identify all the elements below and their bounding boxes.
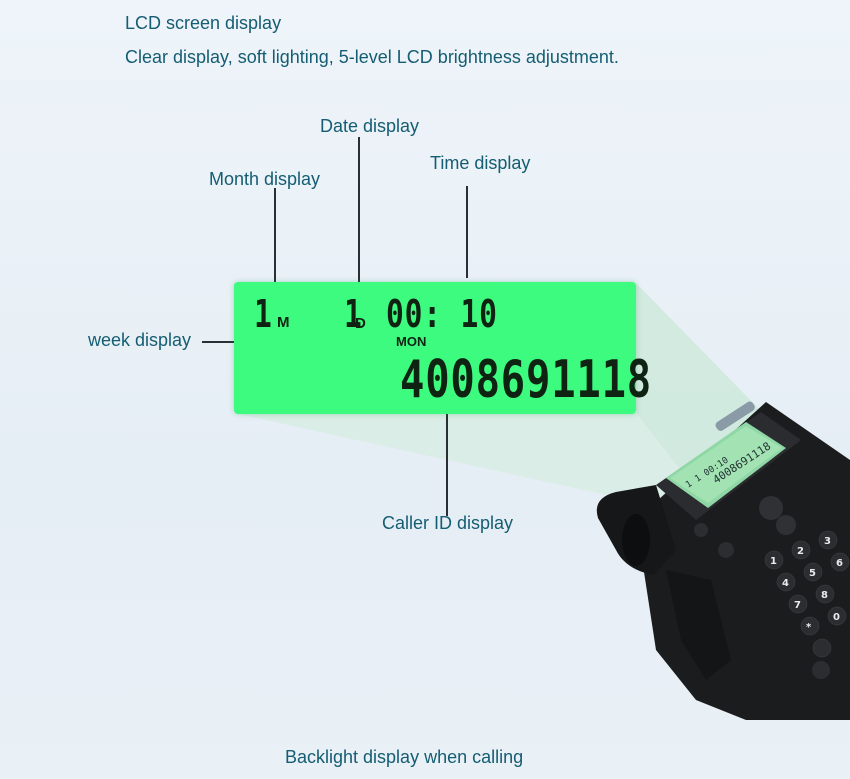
svg-text:*: *	[806, 622, 812, 633]
lcd-time-value: 00: 10	[386, 292, 498, 336]
headset-telephone: 1 1 00:10 4008691118 123 456 78 *0	[596, 401, 850, 720]
header-subtitle: Clear display, soft lighting, 5-level LC…	[125, 47, 619, 67]
svg-text:8: 8	[821, 590, 828, 601]
header-title: LCD screen display	[125, 13, 282, 33]
date-display-label: Date display	[320, 116, 420, 136]
date-callout-line	[358, 137, 360, 292]
caller-id-callout-line	[446, 410, 448, 516]
week-display-label: week display	[88, 330, 192, 350]
month-callout-line	[274, 188, 276, 288]
footer-caption: Backlight display when calling	[285, 747, 524, 767]
lcd-month-value: 1	[254, 292, 273, 336]
svg-text:1: 1	[770, 556, 777, 567]
time-display-label: Time display	[430, 153, 531, 173]
svg-text:0: 0	[833, 612, 840, 623]
svg-text:5: 5	[809, 568, 816, 579]
svg-text:6: 6	[836, 558, 843, 569]
month-display-label: Month display	[209, 169, 321, 189]
lcd-day-value: 1	[344, 292, 363, 336]
svg-text:7: 7	[794, 600, 801, 611]
svg-text:2: 2	[797, 546, 804, 557]
lcd-caller-number: 4008691118	[400, 350, 653, 410]
svg-text:4: 4	[782, 578, 789, 589]
lcd-screen: 1 M 1 D 00: 10 MON 4008691118	[234, 282, 651, 414]
lcd-day-unit: D	[355, 315, 366, 332]
lcd-weekday: MON	[396, 334, 427, 349]
lcd-month-unit: M	[277, 314, 290, 331]
caller-id-label: Caller ID display	[382, 513, 514, 533]
time-callout-line	[466, 186, 468, 278]
svg-text:3: 3	[824, 536, 831, 547]
